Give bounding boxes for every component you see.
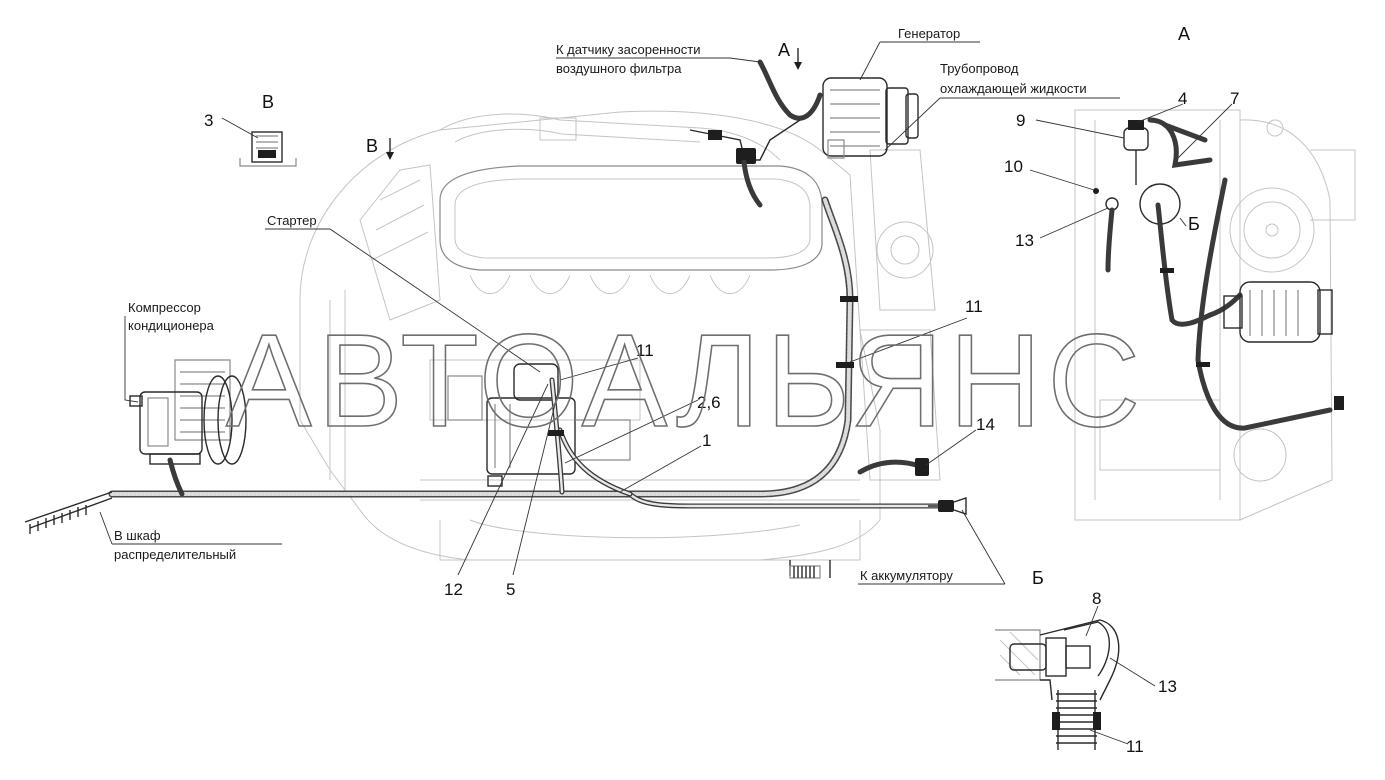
view-a-drawing bbox=[1074, 109, 1356, 521]
cabinet-label-line2: распределительный bbox=[114, 547, 236, 562]
battery-terminal bbox=[928, 497, 967, 515]
callout-12: 12 bbox=[444, 580, 463, 599]
view-b-title: В bbox=[262, 92, 274, 112]
lower-hose bbox=[789, 560, 831, 579]
view-arrows bbox=[386, 48, 802, 160]
air-filter-sensor-label-line2: воздушного фильтра bbox=[556, 61, 682, 76]
callout-3: 3 bbox=[204, 111, 213, 130]
detail-b-callout: Б bbox=[1188, 214, 1200, 234]
callout-11-detail-b: 11 bbox=[1126, 737, 1144, 756]
starter-label: Стартер bbox=[267, 213, 317, 228]
fitting-14 bbox=[915, 458, 929, 476]
generator-unit bbox=[822, 77, 919, 159]
ac-compressor-unit bbox=[129, 359, 247, 465]
air-filter-sensor-label-line1: К датчику засоренности bbox=[556, 42, 700, 57]
coolant-pipe-label-line2: охлаждающей жидкости bbox=[940, 81, 1087, 96]
starter-unit bbox=[447, 363, 631, 487]
callout-1: 1 bbox=[702, 431, 711, 450]
view-b-drawing bbox=[239, 131, 297, 167]
callout-13-view-a: 13 bbox=[1015, 231, 1034, 250]
view-a-title: А bbox=[1178, 24, 1190, 44]
callout-13-detail-b: 13 bbox=[1158, 677, 1177, 696]
callout-8: 8 bbox=[1092, 589, 1101, 608]
coolant-pipe-label-line1: Трубопровод bbox=[940, 61, 1019, 76]
battery-label: К аккумулятору bbox=[860, 568, 953, 583]
compressor-label-line2: кондиционера bbox=[128, 318, 215, 333]
callout-14: 14 bbox=[976, 415, 995, 434]
callout-4: 4 bbox=[1178, 89, 1187, 108]
callout-2-6: 2,6 bbox=[697, 393, 721, 412]
watermark: АВТОАЛЬЯНС bbox=[226, 307, 1146, 454]
detail-b-title: Б bbox=[1032, 568, 1044, 588]
detail-b-drawing bbox=[995, 619, 1120, 750]
generator-label: Генератор bbox=[898, 26, 960, 41]
view-b-arrow-letter: В bbox=[366, 136, 378, 156]
view-a-arrow-letter: А bbox=[778, 40, 790, 60]
main-harness bbox=[24, 196, 943, 534]
air-filter-sensor-wiring bbox=[689, 59, 823, 208]
leader-lines bbox=[99, 41, 1233, 745]
callout-11-main: 11 bbox=[965, 297, 983, 316]
engine-outline bbox=[299, 110, 941, 561]
callout-7: 7 bbox=[1230, 89, 1239, 108]
callout-11-starter: 11 bbox=[636, 341, 654, 360]
compressor-label-line1: Компрессор bbox=[128, 300, 201, 315]
callout-9: 9 bbox=[1016, 111, 1025, 130]
callout-5: 5 bbox=[506, 580, 515, 599]
callout-10: 10 bbox=[1004, 157, 1023, 176]
cabinet-label-line1: В шкаф bbox=[114, 528, 161, 543]
